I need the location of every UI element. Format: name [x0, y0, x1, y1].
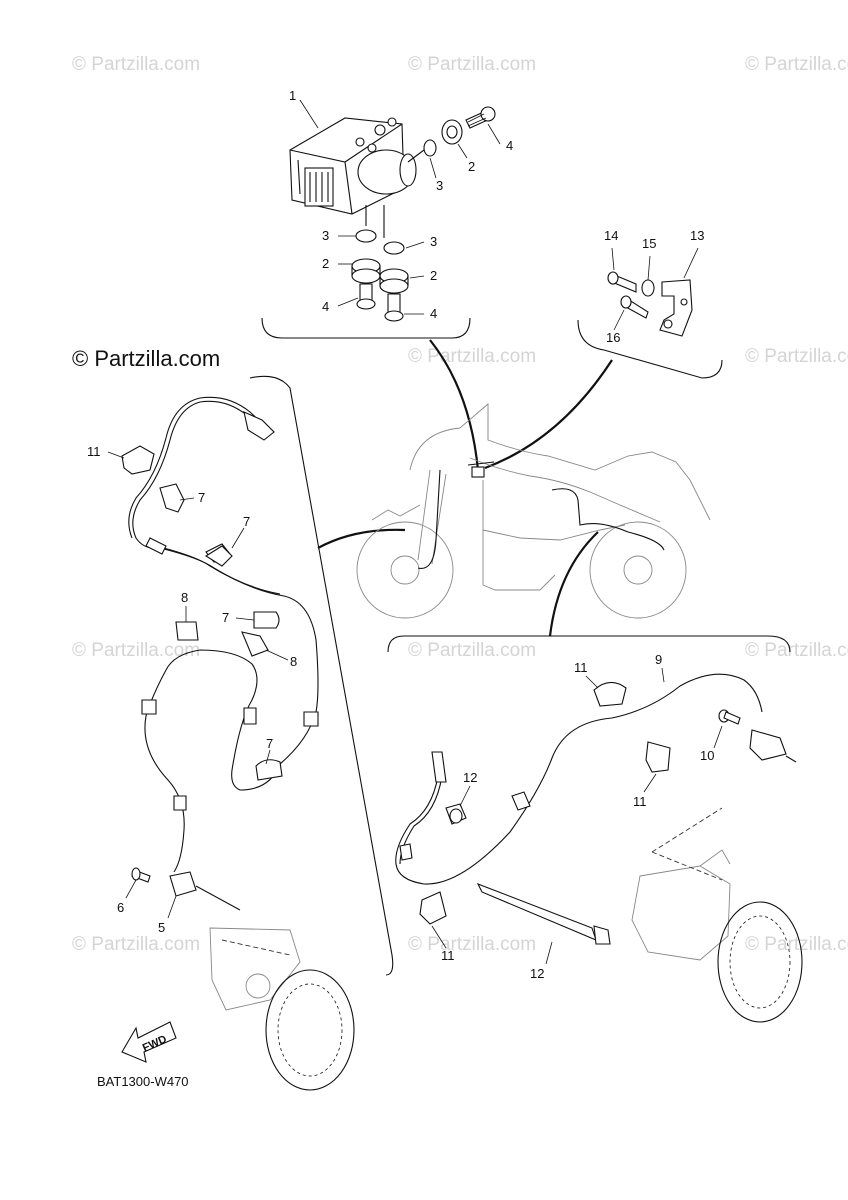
callout-clamp: 7	[222, 610, 229, 625]
watermark: © Partzilla.com	[72, 934, 200, 955]
callout-collar: 3	[322, 228, 329, 243]
callout-clip: 11	[633, 794, 647, 809]
callout-collar: 3	[436, 178, 443, 193]
callout-bracket-bolt-2: 16	[606, 330, 620, 345]
diagram-code: BAT1300-W470	[97, 1074, 189, 1089]
callout-bracket: 13	[690, 228, 704, 243]
hydraulic-unit-assembly	[289, 99, 501, 322]
callout-collar: 3	[430, 234, 437, 249]
callout-band: 12	[463, 770, 477, 785]
front-wiring-harness	[107, 396, 355, 1091]
callout-clamp: 7	[198, 490, 205, 505]
callout-clip: 11	[441, 948, 455, 963]
callout-holder: 8	[290, 654, 297, 669]
section-frames	[249, 317, 791, 976]
callout-band: 12	[530, 966, 544, 981]
watermark: © Partzilla.com	[745, 934, 848, 955]
callout-labels: 1 2 3 4 3 2 4 3 2 4 14 15 13 16 11 7 7 8…	[87, 88, 714, 981]
motorcycle-outline	[356, 403, 711, 619]
callout-holder: 8	[181, 590, 188, 605]
callout-damper: 2	[468, 159, 475, 174]
callout-damper: 2	[322, 256, 329, 271]
callout-bolt: 4	[322, 299, 329, 314]
forward-arrow: FWD	[121, 1021, 177, 1063]
watermark-main: © Partzilla.com	[72, 346, 220, 371]
watermark: © Partzilla.com	[408, 346, 536, 367]
callout-hydraulic-unit: 1	[289, 88, 296, 103]
callout-clamp: 7	[266, 736, 273, 751]
callout-washer: 15	[642, 236, 656, 251]
callout-rear-sensor-bolt: 10	[700, 748, 714, 763]
callout-clip: 11	[87, 444, 101, 459]
watermark: © Partzilla.com	[408, 640, 536, 661]
callout-bolt: 4	[430, 306, 437, 321]
callout-clamp: 7	[243, 514, 250, 529]
bracket-assembly	[607, 247, 699, 337]
watermark: © Partzilla.com	[408, 54, 536, 75]
watermark: © Partzilla.com	[745, 346, 848, 367]
watermark-layer: © Partzilla.com © Partzilla.com © Partzi…	[72, 54, 848, 955]
leader-lines	[317, 339, 613, 637]
watermark: © Partzilla.com	[745, 54, 848, 75]
callout-front-sensor-bolt: 6	[117, 900, 124, 915]
callout-bracket-bolt: 14	[604, 228, 618, 243]
watermark: © Partzilla.com	[72, 640, 200, 661]
callout-clip: 11	[574, 660, 588, 675]
callout-damper: 2	[430, 268, 437, 283]
rear-wiring-harness	[395, 667, 803, 1023]
watermark: © Partzilla.com	[408, 934, 536, 955]
callout-bolt: 4	[506, 138, 513, 153]
callout-rear-sensor: 9	[655, 652, 662, 667]
callout-front-sensor: 5	[158, 920, 165, 935]
watermark: © Partzilla.com	[745, 640, 848, 661]
watermark: © Partzilla.com	[72, 54, 200, 75]
